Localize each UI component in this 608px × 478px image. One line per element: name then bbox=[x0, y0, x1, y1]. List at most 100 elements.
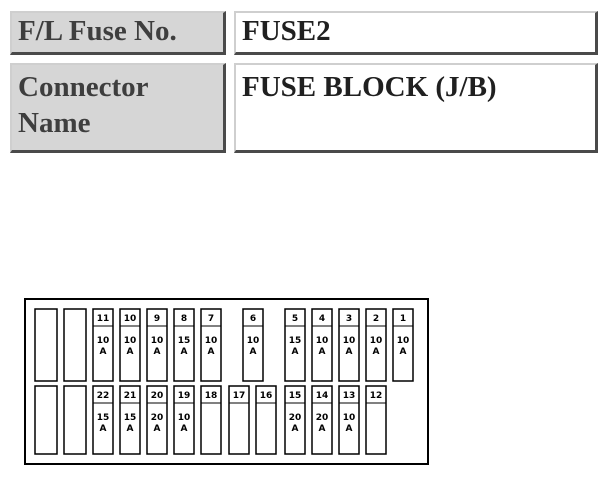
fuse-amperage-unit: A bbox=[319, 424, 326, 434]
fuse-number: 18 bbox=[205, 391, 218, 401]
fuse-slot bbox=[119, 308, 141, 382]
fuse-number: 15 bbox=[289, 391, 302, 401]
fuse-no-value: FUSE2 bbox=[234, 11, 598, 55]
top-fuse-2: 2 10A bbox=[365, 308, 387, 382]
fuse-number: 5 bbox=[292, 314, 298, 324]
fuse-number: 9 bbox=[154, 314, 160, 324]
connector-name-label: Connector Name bbox=[10, 63, 226, 153]
fuse-number: 14 bbox=[316, 391, 329, 401]
fuse-amperage: 10 bbox=[97, 336, 110, 346]
fuse-no-label: F/L Fuse No. bbox=[10, 11, 226, 55]
fuse-amperage: 10 bbox=[397, 336, 410, 346]
fuse-amperage: 10 bbox=[124, 336, 137, 346]
fuse-amperage: 15 bbox=[178, 336, 191, 346]
fuse-number: 8 bbox=[181, 314, 187, 324]
fuse-number: 2 bbox=[373, 314, 379, 324]
bottom-fuse-14: 14 20A bbox=[311, 385, 333, 455]
fuse-number: 3 bbox=[346, 314, 352, 324]
bottom-fuse-15: 15 20A bbox=[284, 385, 306, 455]
fuse-number: 22 bbox=[97, 391, 110, 401]
fuse-number: 4 bbox=[319, 314, 325, 324]
fuse-amperage: 10 bbox=[247, 336, 260, 346]
fuse-slot bbox=[365, 308, 387, 382]
fuse-number: 13 bbox=[343, 391, 356, 401]
fuse-amperage: 10 bbox=[316, 336, 329, 346]
fuse-number: 20 bbox=[151, 391, 164, 401]
top-fuse-1: 1 10A bbox=[392, 308, 414, 382]
fuse-number: 6 bbox=[250, 314, 256, 324]
fuse-amperage: 10 bbox=[178, 413, 191, 423]
fuse-slot bbox=[311, 308, 333, 382]
fuse-amperage: 10 bbox=[343, 413, 356, 423]
bottom-fuse-19: 19 10A bbox=[173, 385, 195, 455]
fuse-slot bbox=[338, 308, 360, 382]
fuse-amperage-unit: A bbox=[373, 347, 380, 357]
relay-slot bbox=[34, 385, 58, 455]
fuse-amperage-unit: A bbox=[319, 347, 326, 357]
fuse-amperage: 15 bbox=[289, 336, 302, 346]
fuse-slot bbox=[242, 308, 264, 382]
relay-slot bbox=[63, 385, 87, 455]
connector-name-label-text: Connector Name bbox=[18, 71, 148, 139]
bottom-fuse-12: 12 bbox=[365, 385, 387, 455]
fuse-number: 1 bbox=[400, 314, 406, 324]
bottom-fuse-21: 21 15A bbox=[119, 385, 141, 455]
fuse-slot bbox=[284, 308, 306, 382]
fuse-amperage: 20 bbox=[316, 413, 329, 423]
fuse-amperage-unit: A bbox=[154, 424, 161, 434]
bottom-fuse-18: 18 bbox=[200, 385, 222, 455]
fuse-number: 12 bbox=[370, 391, 383, 401]
bottom-fuse-22: 22 15A bbox=[92, 385, 114, 455]
top-fuse-5: 5 15A bbox=[284, 308, 306, 382]
fuse-block-outline bbox=[24, 298, 429, 465]
fuse-amperage-unit: A bbox=[346, 347, 353, 357]
fuse-amperage-unit: A bbox=[127, 424, 134, 434]
connector-name-value-text: FUSE BLOCK (J/B) bbox=[242, 71, 497, 103]
fuse-number: 10 bbox=[124, 314, 137, 324]
fuse-number: 19 bbox=[178, 391, 191, 401]
bottom-fuse-16: 16 bbox=[255, 385, 277, 455]
relay-slot bbox=[63, 308, 87, 382]
fuse-number: 7 bbox=[208, 314, 214, 324]
fuse-amperage-unit: A bbox=[154, 347, 161, 357]
connector-name-value: FUSE BLOCK (J/B) bbox=[234, 63, 598, 153]
fuse-amperage: 10 bbox=[205, 336, 218, 346]
fuse-amperage-unit: A bbox=[292, 424, 299, 434]
fuse-amperage-unit: A bbox=[292, 347, 299, 357]
fuse-amperage-unit: A bbox=[181, 424, 188, 434]
fuse-amperage: 10 bbox=[370, 336, 383, 346]
fuse-slot bbox=[92, 308, 114, 382]
fuse-number: 17 bbox=[233, 391, 246, 401]
fuse-amperage: 15 bbox=[97, 413, 110, 423]
bottom-fuse-17: 17 bbox=[228, 385, 250, 455]
top-fuse-11: 11 10A bbox=[92, 308, 114, 382]
fuse-amperage-unit: A bbox=[100, 424, 107, 434]
fuse-slot bbox=[200, 308, 222, 382]
fuse-amperage-unit: A bbox=[250, 347, 257, 357]
fuse-number: 16 bbox=[260, 391, 273, 401]
fuse-no-value-text: FUSE2 bbox=[242, 15, 331, 47]
fuse-slot bbox=[146, 308, 168, 382]
fuse-amperage-unit: A bbox=[127, 347, 134, 357]
fuse-amperage-unit: A bbox=[100, 347, 107, 357]
fuse-amperage: 10 bbox=[343, 336, 356, 346]
fuse-amperage: 15 bbox=[124, 413, 137, 423]
fuse-amperage: 20 bbox=[289, 413, 302, 423]
top-fuse-6: 6 10A bbox=[242, 308, 264, 382]
fuse-number: 11 bbox=[97, 314, 110, 324]
top-fuse-4: 4 10A bbox=[311, 308, 333, 382]
top-fuse-7: 7 10A bbox=[200, 308, 222, 382]
relay-slot bbox=[34, 308, 58, 382]
fuse-amperage-unit: A bbox=[208, 347, 215, 357]
fuse-no-label-text: F/L Fuse No. bbox=[18, 15, 177, 47]
fuse-slot bbox=[173, 308, 195, 382]
fuse-amperage-unit: A bbox=[400, 347, 407, 357]
fuse-amperage: 20 bbox=[151, 413, 164, 423]
fuse-number: 21 bbox=[124, 391, 137, 401]
